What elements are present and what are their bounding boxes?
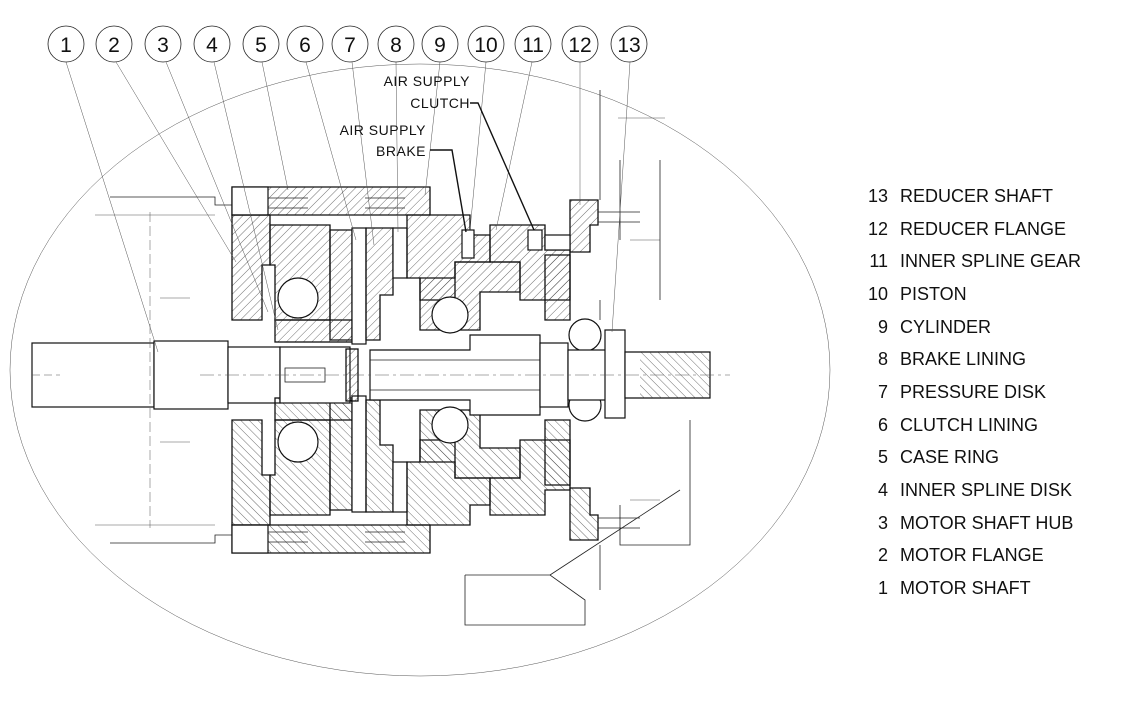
balloon-12: 12 (561, 25, 599, 63)
balloon-number: 8 (390, 34, 402, 57)
balloon-13: 13 (610, 25, 648, 63)
legend-item: 13 REDUCER SHAFT (860, 180, 1130, 213)
legend-item-label: MOTOR FLANGE (900, 545, 1044, 566)
legend-item-number: 8 (877, 349, 888, 370)
legend-item: 11 INNER SPLINE GEAR (860, 245, 1130, 278)
legend-item-label: REDUCER SHAFT (900, 185, 1054, 206)
legend-item: 12 REDUCER FLANGE (860, 213, 1130, 246)
legend-item: 2 MOTOR FLANGE (860, 540, 1130, 573)
legend-item: 4 INNER SPLINE DISK (860, 474, 1130, 507)
balloon-number: 9 (434, 34, 446, 57)
motor-frame-lines (95, 196, 232, 544)
balloon-number: 10 (474, 34, 497, 57)
balloon-9: 9 (421, 25, 459, 63)
balloon-number: 13 (617, 34, 640, 57)
balloon-number: 11 (522, 34, 544, 57)
legend-item-number: 5 (877, 447, 888, 468)
part-balloons: 1 2 3 4 5 6 7 8 9 10 11 12 13 (47, 25, 648, 63)
balloon-6: 6 (286, 25, 324, 63)
legend-item-number: 1 (877, 578, 888, 599)
balloon-10: 10 (467, 25, 505, 63)
balloon-4: 4 (193, 25, 231, 63)
motor-shaft (31, 340, 281, 410)
balloon-number: 3 (157, 34, 169, 57)
air-supply-brake-label-line2: BRAKE (376, 143, 426, 159)
legend-item: 8 BRAKE LINING (860, 343, 1130, 376)
balloon-number: 12 (568, 34, 591, 57)
air-supply-clutch-label-line2: CLUTCH (410, 95, 470, 111)
balloon-number: 1 (60, 34, 72, 57)
legend-item-label: CLUTCH LINING (900, 414, 1039, 435)
legend-item-number: 9 (877, 316, 888, 337)
legend-item-number: 2 (877, 545, 888, 566)
balloon-number: 4 (206, 34, 218, 57)
detail-boundary-ellipse (9, 63, 831, 677)
balloon-number: 6 (299, 34, 311, 57)
legend-item-label: PRESSURE DISK (900, 381, 1047, 402)
reducer-shaft (200, 329, 730, 419)
legend-item-label: MOTOR SHAFT (900, 578, 1031, 599)
legend-item-number: 13 (867, 185, 888, 206)
leader-lines (65, 61, 631, 353)
legend-item-number: 7 (877, 381, 888, 402)
balloon-3: 3 (144, 25, 182, 63)
legend-item-label: CYLINDER (900, 316, 992, 337)
air-supply-brake-label-line1: AIR SUPPLY (340, 122, 427, 138)
reducer-frame-lines (464, 90, 691, 626)
legend-item: 3 MOTOR SHAFT HUB (860, 507, 1130, 540)
legend-item: 7 PRESSURE DISK (860, 376, 1130, 409)
legend-item-label: MOTOR SHAFT HUB (900, 512, 1074, 533)
balloon-8: 8 (377, 25, 415, 63)
legend-item-number: 6 (877, 414, 888, 435)
balloon-2: 2 (95, 25, 133, 63)
balloon-number: 7 (344, 34, 356, 57)
balloon-number: 2 (108, 34, 120, 57)
legend-item-number: 11 (869, 251, 888, 272)
legend-item-label: REDUCER FLANGE (900, 218, 1067, 239)
legend-item-number: 12 (867, 218, 888, 239)
air-supply-clutch-label-line1: AIR SUPPLY (384, 73, 471, 89)
clutch-brake-section-drawing: 1 2 3 4 5 6 7 8 9 10 11 12 13 AIR SUPPLY… (9, 25, 831, 677)
legend-item-label: PISTON (900, 283, 967, 304)
legend-item-label: CASE RING (900, 447, 1000, 468)
legend-item: 1 MOTOR SHAFT (860, 572, 1130, 605)
balloon-11: 11 (514, 25, 552, 63)
legend-item: 6 CLUTCH LINING (860, 409, 1130, 442)
upper-half-section (231, 186, 640, 352)
balloon-7: 7 (331, 25, 369, 63)
legend-item: 5 CASE RING (860, 442, 1130, 475)
legend-item: 9 CYLINDER (860, 311, 1130, 344)
balloon-number: 5 (255, 34, 267, 57)
legend-item: 10 PISTON (860, 278, 1130, 311)
lower-half-section (231, 388, 640, 554)
legend-item-label: INNER SPLINE DISK (900, 480, 1073, 501)
legend-item-number: 4 (877, 480, 888, 501)
legend-item-number: 10 (867, 283, 888, 304)
legend-item-label: BRAKE LINING (900, 349, 1027, 370)
balloon-5: 5 (242, 25, 280, 63)
balloon-1: 1 (47, 25, 85, 63)
air-supply-notes: AIR SUPPLY CLUTCH AIR SUPPLY BRAKE (340, 73, 471, 159)
legend-item-number: 3 (877, 512, 888, 533)
legend-item-label: INNER SPLINE GEAR (900, 251, 1082, 272)
